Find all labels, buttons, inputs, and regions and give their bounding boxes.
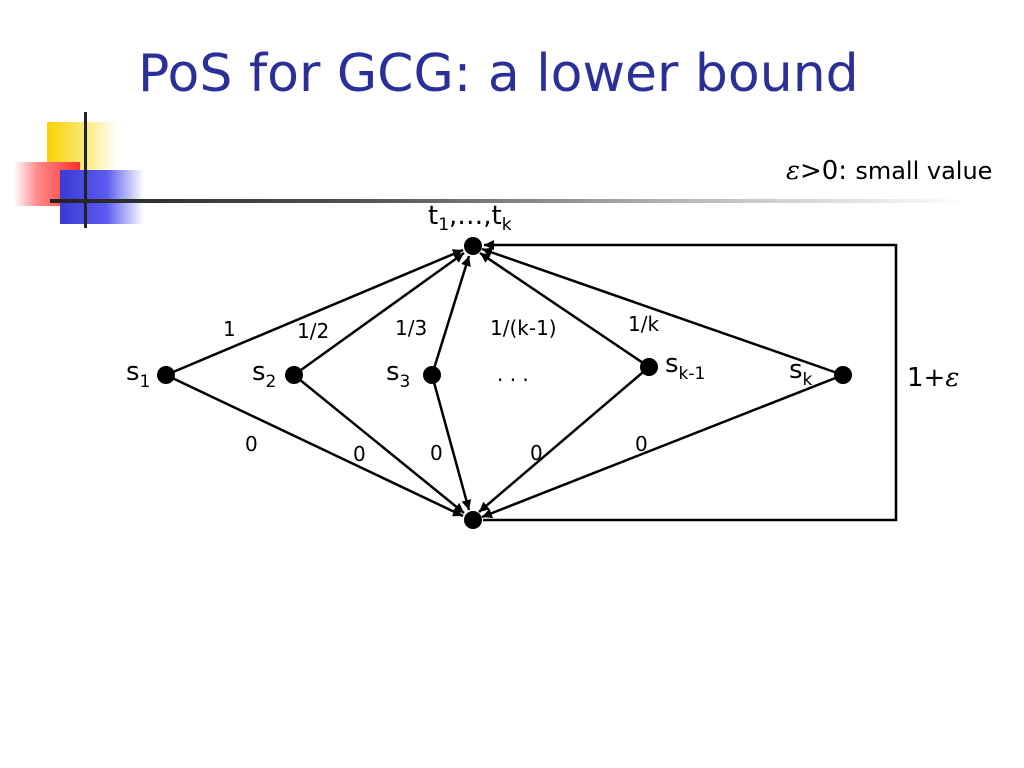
edge-sk-to-t <box>481 247 844 377</box>
edge-sk1-to-bottom <box>478 366 650 513</box>
decor-blue-square <box>60 170 144 224</box>
label-cost-1: 1 <box>223 317 236 341</box>
decor-horizontal-rule <box>50 199 970 203</box>
label-cost-1-2: 1/2 <box>297 319 329 343</box>
node-bottom <box>464 511 482 529</box>
label-zero-2: 0 <box>353 442 366 466</box>
decor-vertical-line <box>84 112 87 228</box>
node-t <box>464 237 482 255</box>
label-zero-1: 0 <box>245 432 258 456</box>
node-sk1 <box>640 358 658 376</box>
epsilon-note: ε>0: small value <box>786 156 992 186</box>
edge-s3-to-bottom <box>430 374 472 511</box>
epsilon-symbol: ε <box>786 156 800 186</box>
edge-sk-to-bottom <box>481 373 844 519</box>
label-zero-3: 0 <box>430 441 443 465</box>
edge-sk1-to-t <box>479 251 650 369</box>
node-s2 <box>285 366 303 384</box>
edge-s2-to-t <box>293 251 465 377</box>
node-sk <box>834 366 852 384</box>
edge-s2-to-bottom <box>293 374 465 514</box>
label-sk: sk <box>789 355 813 390</box>
node-s1 <box>157 366 175 384</box>
label-cost-1-k-1: 1/(k-1) <box>490 316 557 340</box>
epsilon-description: small value <box>855 157 993 185</box>
edge-s3-to-t <box>430 255 471 376</box>
ellipsis: . . . <box>497 362 529 386</box>
label-s3: s3 <box>386 357 410 392</box>
label-loop-cost: 1+ε <box>907 363 959 393</box>
label-sk1: sk-1 <box>665 349 705 384</box>
slide-title: PoS for GCG: a lower bound <box>138 44 859 104</box>
label-cost-1-3: 1/3 <box>395 316 427 340</box>
label-t-node: t1,…,tk <box>428 201 512 235</box>
edge-bottom-to-t-loop <box>483 240 898 522</box>
label-cost-1-k: 1/k <box>628 312 659 336</box>
epsilon-condition: >0: <box>799 156 848 186</box>
label-zero-4: 0 <box>530 441 543 465</box>
label-zero-5: 0 <box>635 432 648 456</box>
node-s3 <box>423 366 441 384</box>
label-s1: s1 <box>126 357 150 392</box>
edge-s1-to-t <box>165 248 464 377</box>
edge-s1-to-bottom <box>165 373 464 518</box>
label-s2: s2 <box>252 357 276 392</box>
